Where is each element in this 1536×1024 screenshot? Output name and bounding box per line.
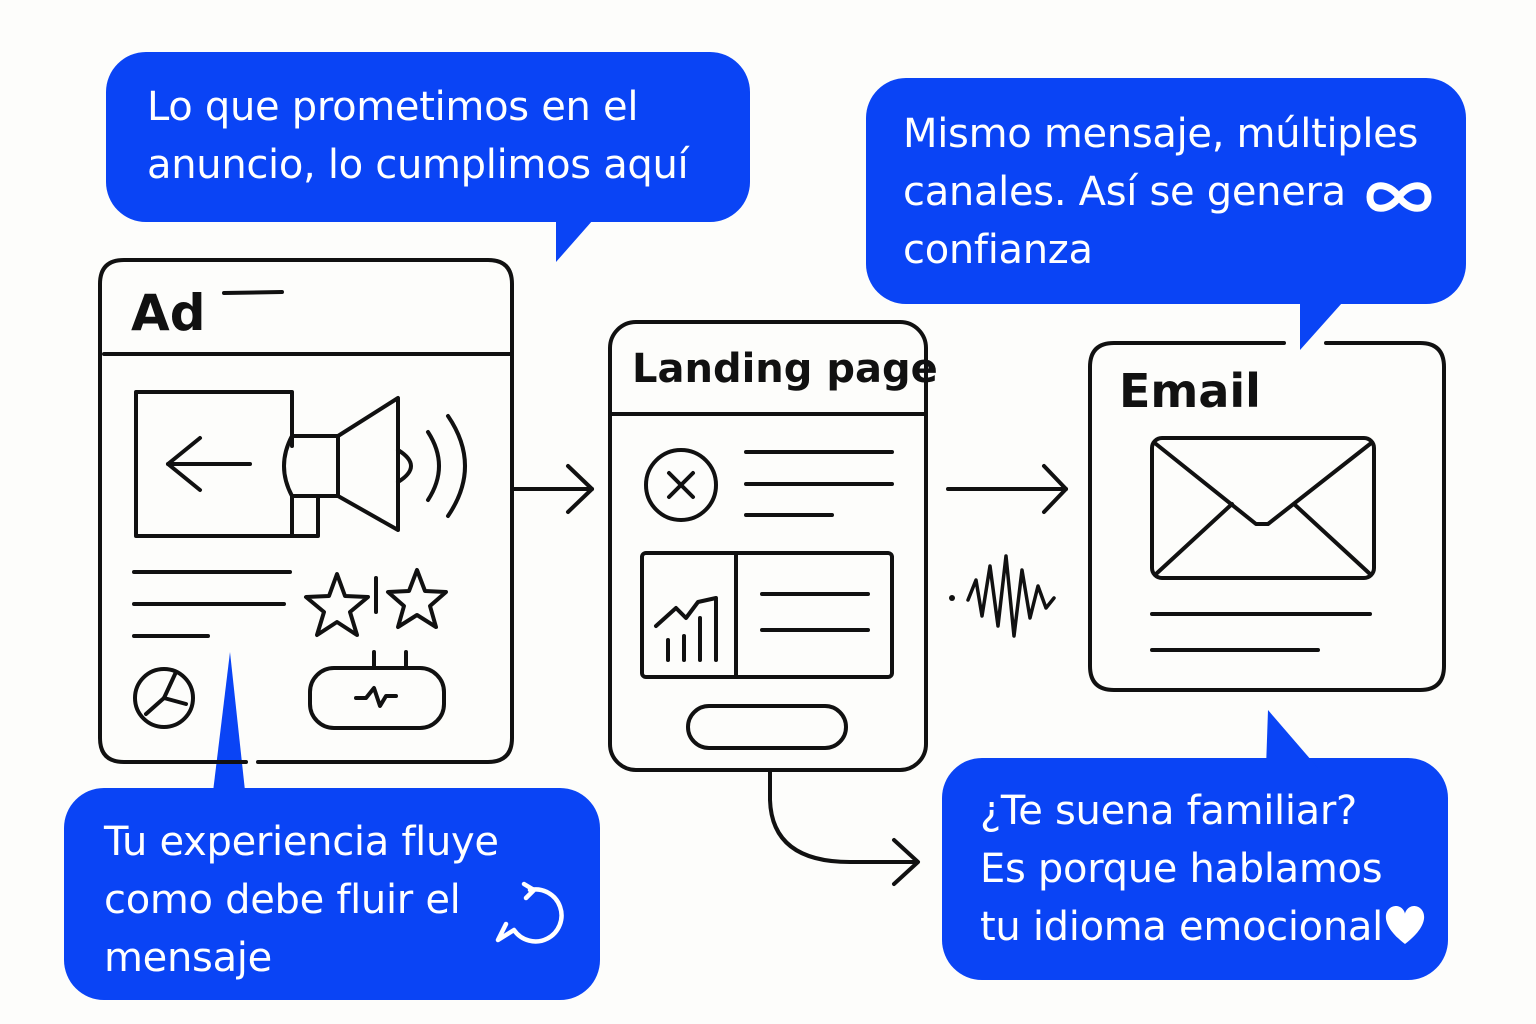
bubble-line: Tu experiencia fluye [104,819,499,865]
arrow-landing-to-bubble [768,770,920,886]
bubble-bottom-left-text: Tu experiencia fluye como debe fluir el … [104,813,499,987]
ad-card-title: Ad [131,284,206,342]
ad-card [98,258,514,764]
bubble-top-right-text: Mismo mensaje, múltiples canales. Así se… [903,105,1418,279]
bubble-line: mensaje [104,935,272,981]
email-card-title: Email [1119,364,1261,418]
bubble-top-left-shape [106,52,750,262]
bubble-line: Es porque hablamos [980,846,1383,892]
bar-growth-icon [654,596,718,662]
heart-icon [1385,906,1425,944]
bubble-line: tu idioma emocional [980,904,1383,950]
bubble-top-right-shape [866,78,1466,350]
infinity-icon [1366,182,1432,212]
chat-refresh-icon [495,881,564,944]
bubble-line: Lo que prometimos en el [147,84,639,130]
bubble-line: como debe fluir el [104,877,461,923]
bubble-bottom-right-text: ¿Te suena familiar? Es porque hablamos t… [980,782,1383,956]
bubble-line: confianza [903,227,1093,273]
waveform-icon [966,554,1056,638]
bubble-top-left-text: Lo que prometimos en el anuncio, lo cump… [147,78,689,194]
arrow-ad-to-landing [512,464,594,514]
bubble-line: Mismo mensaje, múltiples [903,111,1419,157]
bubble-line: canales. Así se genera [903,169,1346,215]
arrow-landing-to-email [946,464,1068,514]
megaphone-icon [282,396,467,538]
landing-card [608,320,928,772]
email-card [1088,341,1446,692]
waveform-dot [949,595,955,601]
envelope-icon [1150,436,1376,580]
bubble-line: ¿Te suena familiar? [980,788,1357,834]
close-circle-icon [644,448,718,522]
pulse-pill-icon [308,650,446,730]
pie-chart-icon [133,667,195,729]
bubble-line: anuncio, lo cumplimos aquí [147,142,689,188]
landing-card-title: Landing page [632,346,938,392]
stars-icon [304,568,448,637]
bubble-bottom-right-shape [942,710,1448,980]
